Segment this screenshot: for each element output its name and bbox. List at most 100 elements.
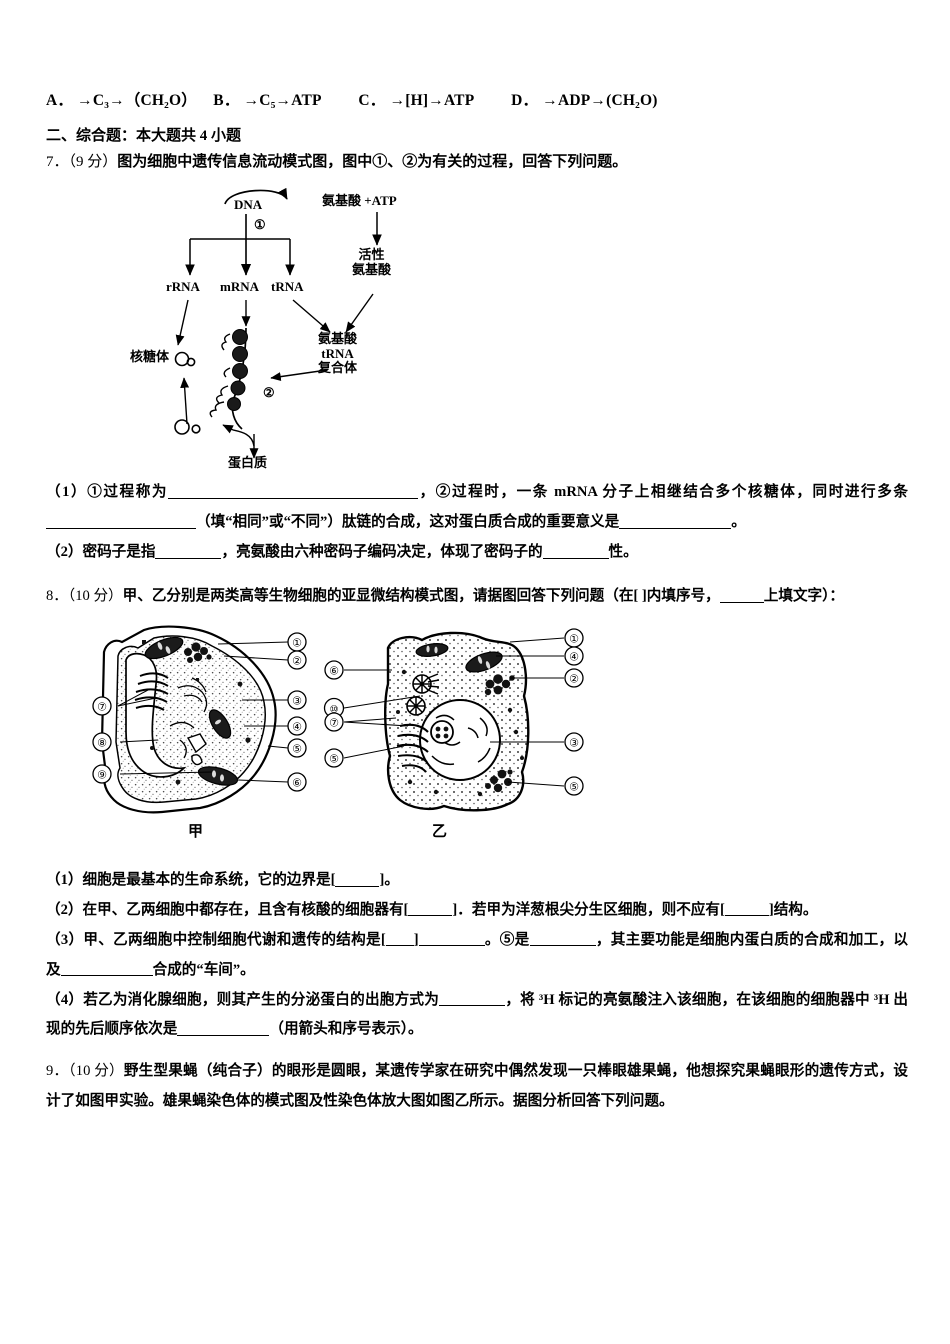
svg-text:⑧: ⑧ xyxy=(97,737,107,749)
svg-text:⑨: ⑨ xyxy=(97,769,107,781)
q8-sub3-prefix: （3）甲、乙两细胞中控制细胞代谢和遗传的结构是[ xyxy=(46,931,386,948)
q7-sub2-blank-2[interactable] xyxy=(542,544,609,559)
choice-b-text: →C₅→ATP xyxy=(243,92,322,109)
svg-text:②: ② xyxy=(292,655,302,667)
svg-text:④: ④ xyxy=(292,721,302,733)
q7-sub1-blank-2[interactable] xyxy=(46,514,196,529)
svg-text:⑥: ⑥ xyxy=(329,665,339,677)
svg-text:⑥: ⑥ xyxy=(292,777,302,789)
q8-sub4-tail: （用箭头和序号表示）。 xyxy=(269,1021,423,1038)
q8-sub3-mid3: ，其主要功能是细胞内蛋白质的合成和加工，以及 xyxy=(46,931,908,978)
q8-sub3-blank-4[interactable] xyxy=(60,961,153,977)
question-8-number: 8． xyxy=(46,587,68,604)
q8-sub2-mid: ]．若甲为洋葱根尖分生区细胞，则不应有[ xyxy=(452,901,725,918)
answer-choices-row: A． →C₃→（CH₂O） B． →C₅→ATP C． →[H]→ATP D． … xyxy=(46,88,908,110)
q7-sub1-blank-1[interactable] xyxy=(168,484,419,499)
q8-sub3-blank-2[interactable] xyxy=(418,931,485,947)
svg-text:⑦: ⑦ xyxy=(329,717,339,729)
choice-a-text: →C₃→（CH₂O） xyxy=(77,92,197,109)
flow-node-protein: 蛋白质 xyxy=(228,455,268,471)
q8-sub3-blank-1[interactable] xyxy=(385,931,414,947)
q7-sub2-tail: 性。 xyxy=(608,544,638,561)
flow-node-process1: ① xyxy=(254,217,266,233)
q7-sub2-prefix: （2）密码子是指 xyxy=(46,544,156,561)
q8-sub2-tail: ]结构。 xyxy=(768,901,818,918)
page-content: A． →C₃→（CH₂O） B． →C₅→ATP C． →[H]→ATP D． … xyxy=(46,88,908,1117)
q8-sub3-mid2: 。⑤是 xyxy=(484,931,530,948)
q7-sub1-mid1: ，②过程时，一条 mRNA 分子上相继结合多个核糖体，同时进行多条 xyxy=(418,484,908,501)
plant-cell-shape xyxy=(100,625,277,814)
choice-a[interactable]: A． →C₃→（CH₂O） xyxy=(46,88,197,110)
q8-sub4-mid1: ，将 ³H 标记的亮氨酸注入该细胞，在该细胞的细胞器中 ³H 出现的先后顺序依次… xyxy=(46,991,908,1038)
plant-cell-leader-lines xyxy=(117,641,289,783)
question-8-stem: 8．（10 分）甲、乙分别是两类高等生物细胞的亚显微结构模式图，请据图回答下列问… xyxy=(46,582,908,612)
choice-c[interactable]: C． →[H]→ATP xyxy=(358,88,474,110)
question-9-score: （10 分） xyxy=(68,1063,124,1080)
svg-text:⑩: ⑩ xyxy=(330,704,339,715)
svg-text:①: ① xyxy=(569,633,579,645)
animal-cell-leader-lines xyxy=(343,637,565,787)
choice-d[interactable]: D． →ADP→(CH₂O) xyxy=(511,88,658,110)
animal-cell-shape xyxy=(384,631,530,812)
q8-stem-blank[interactable] xyxy=(719,588,764,603)
genetic-information-flow-diagram: DNA ① rRNA mRNA tRNA 氨基酸 +ATP 活性 氨基酸 氨基酸… xyxy=(130,182,470,474)
flow-node-active-amino-acid: 活性 氨基酸 xyxy=(352,247,392,277)
choice-b[interactable]: B． →C₅→ATP xyxy=(213,88,321,110)
choice-d-label: D． xyxy=(511,92,539,109)
question-7-text: 图为细胞中遗传信息流动模式图，图中①、②为有关的过程，回答下列问题。 xyxy=(117,154,628,170)
question-8-sub3: （3）甲、乙两细胞中控制细胞代谢和遗传的结构是[] 。⑤是，其主要功能是细胞内蛋白… xyxy=(46,926,908,986)
svg-text:③: ③ xyxy=(569,737,579,749)
q7-sub1-prefix: （1）①过程称为 xyxy=(46,484,169,501)
flow-node-aa-trna-complex: 氨基酸 tRNA 复合体 xyxy=(318,331,358,376)
flow-node-mrna: mRNA xyxy=(220,279,259,295)
q7-sub2-mid1: ，亮氨酸由六种密码子编码决定，体现了密码子的 xyxy=(221,544,543,561)
question-9-text: 野生型果蝇（纯合子）的眼形是圆眼，某遗传学家在研究中偶然发现一只棒眼雄果蝇，他想… xyxy=(46,1063,908,1110)
question-9-number: 9． xyxy=(46,1063,69,1080)
cell-diagram-graphics: ① ② ③ ④ ⑤ ⑥ ⑦ ⑧ ⑨ xyxy=(92,625,584,814)
question-7-stem: 7．（9 分）图为细胞中遗传信息流动模式图，图中①、②为有关的过程，回答下列问题… xyxy=(46,151,908,174)
q8-sub2-blank-1[interactable] xyxy=(408,902,453,917)
choice-c-text: →[H]→ATP xyxy=(389,92,475,109)
flow-node-dna: DNA xyxy=(234,197,263,213)
q8-sub1-tail: ]。 xyxy=(379,871,399,888)
choice-c-label: C． xyxy=(358,92,386,109)
question-8-sub4: （4）若乙为消化腺细胞，则其产生的分泌蛋白的出胞方式为，将 ³H 标记的亮氨酸注… xyxy=(46,986,908,1046)
q7-sub1-mid2: （填“相同”或“不同”）肽链的合成，这对蛋白质合成的重要意义是 xyxy=(196,514,620,531)
q7-sub1-blank-4[interactable] xyxy=(711,514,732,529)
q8-sub4-prefix: （4）若乙为消化腺细胞，则其产生的分泌蛋白的出胞方式为 xyxy=(46,991,440,1008)
flow-node-ribosome: 核糖体 xyxy=(130,349,170,365)
question-8-sub2: （2）在甲、乙两细胞中都存在，且含有核酸的细胞器有[]．若甲为洋葱根尖分生区细胞… xyxy=(46,896,908,926)
question-7-sub1: （1）①过程称为 ，②过程时，一条 mRNA 分子上相继结合多个核糖体，同时进行多… xyxy=(46,478,908,538)
flow-diagram-graphics xyxy=(174,188,382,459)
choice-b-label: B． xyxy=(213,92,240,109)
choice-a-label: A． xyxy=(46,92,74,109)
plant-cell-number-markers: ① ② ③ ④ ⑤ ⑥ ⑦ ⑧ ⑨ xyxy=(92,632,307,792)
flow-node-rrna: rRNA xyxy=(166,279,200,295)
q7-sub2-blank-1[interactable] xyxy=(155,544,222,559)
q8-sub4-blank-1[interactable] xyxy=(439,991,506,1007)
q8-sub3-blank-3[interactable] xyxy=(529,931,596,947)
svg-text:③: ③ xyxy=(292,695,302,707)
q8-sub3-mid1: ] xyxy=(413,931,419,948)
flow-node-amino-acid-atp: 氨基酸 +ATP xyxy=(322,193,397,209)
two-cell-ultrastructure-diagram: ① ② ③ ④ ⑤ ⑥ ⑦ ⑧ ⑨ xyxy=(92,622,612,860)
svg-text:⑤: ⑤ xyxy=(329,753,339,765)
q8-sub1-blank-1[interactable] xyxy=(335,872,380,887)
section-heading: 二、综合题：本大题共 4 小题 xyxy=(46,128,242,144)
q8-sub2-blank-2[interactable] xyxy=(724,902,769,917)
q7-sub1-tail: 。 xyxy=(731,514,746,531)
question-8-score: （10 分） xyxy=(67,587,123,604)
animal-cell-number-markers: ① ④ ② ③ ⑤ ⑥ ⑩ ⑦ ⑤ xyxy=(323,628,584,796)
question-8-sub1: （1）细胞是最基本的生命系统，它的边界是[ ]。 xyxy=(46,866,908,896)
question-7-number: 7． xyxy=(46,154,69,170)
question-7-score: （9 分） xyxy=(68,154,118,170)
cell-diagram-caption-right: 乙 xyxy=(432,823,448,840)
q7-sub1-blank-3[interactable] xyxy=(619,514,712,529)
svg-text:⑤: ⑤ xyxy=(569,781,579,793)
q8-sub1-prefix: （1）细胞是最基本的生命系统，它的边界是[ xyxy=(46,871,336,888)
q8-sub4-blank-2[interactable] xyxy=(177,1021,270,1037)
choice-d-text: →ADP→(CH₂O) xyxy=(542,92,658,109)
question-9-stem: 9．（10 分）野生型果蝇（纯合子）的眼形是圆眼，某遗传学家在研究中偶然发现一只… xyxy=(46,1057,908,1117)
question-7-sub2: （2）密码子是指 ，亮氨酸由六种密码子编码决定，体现了密码子的 性。 xyxy=(46,538,908,568)
